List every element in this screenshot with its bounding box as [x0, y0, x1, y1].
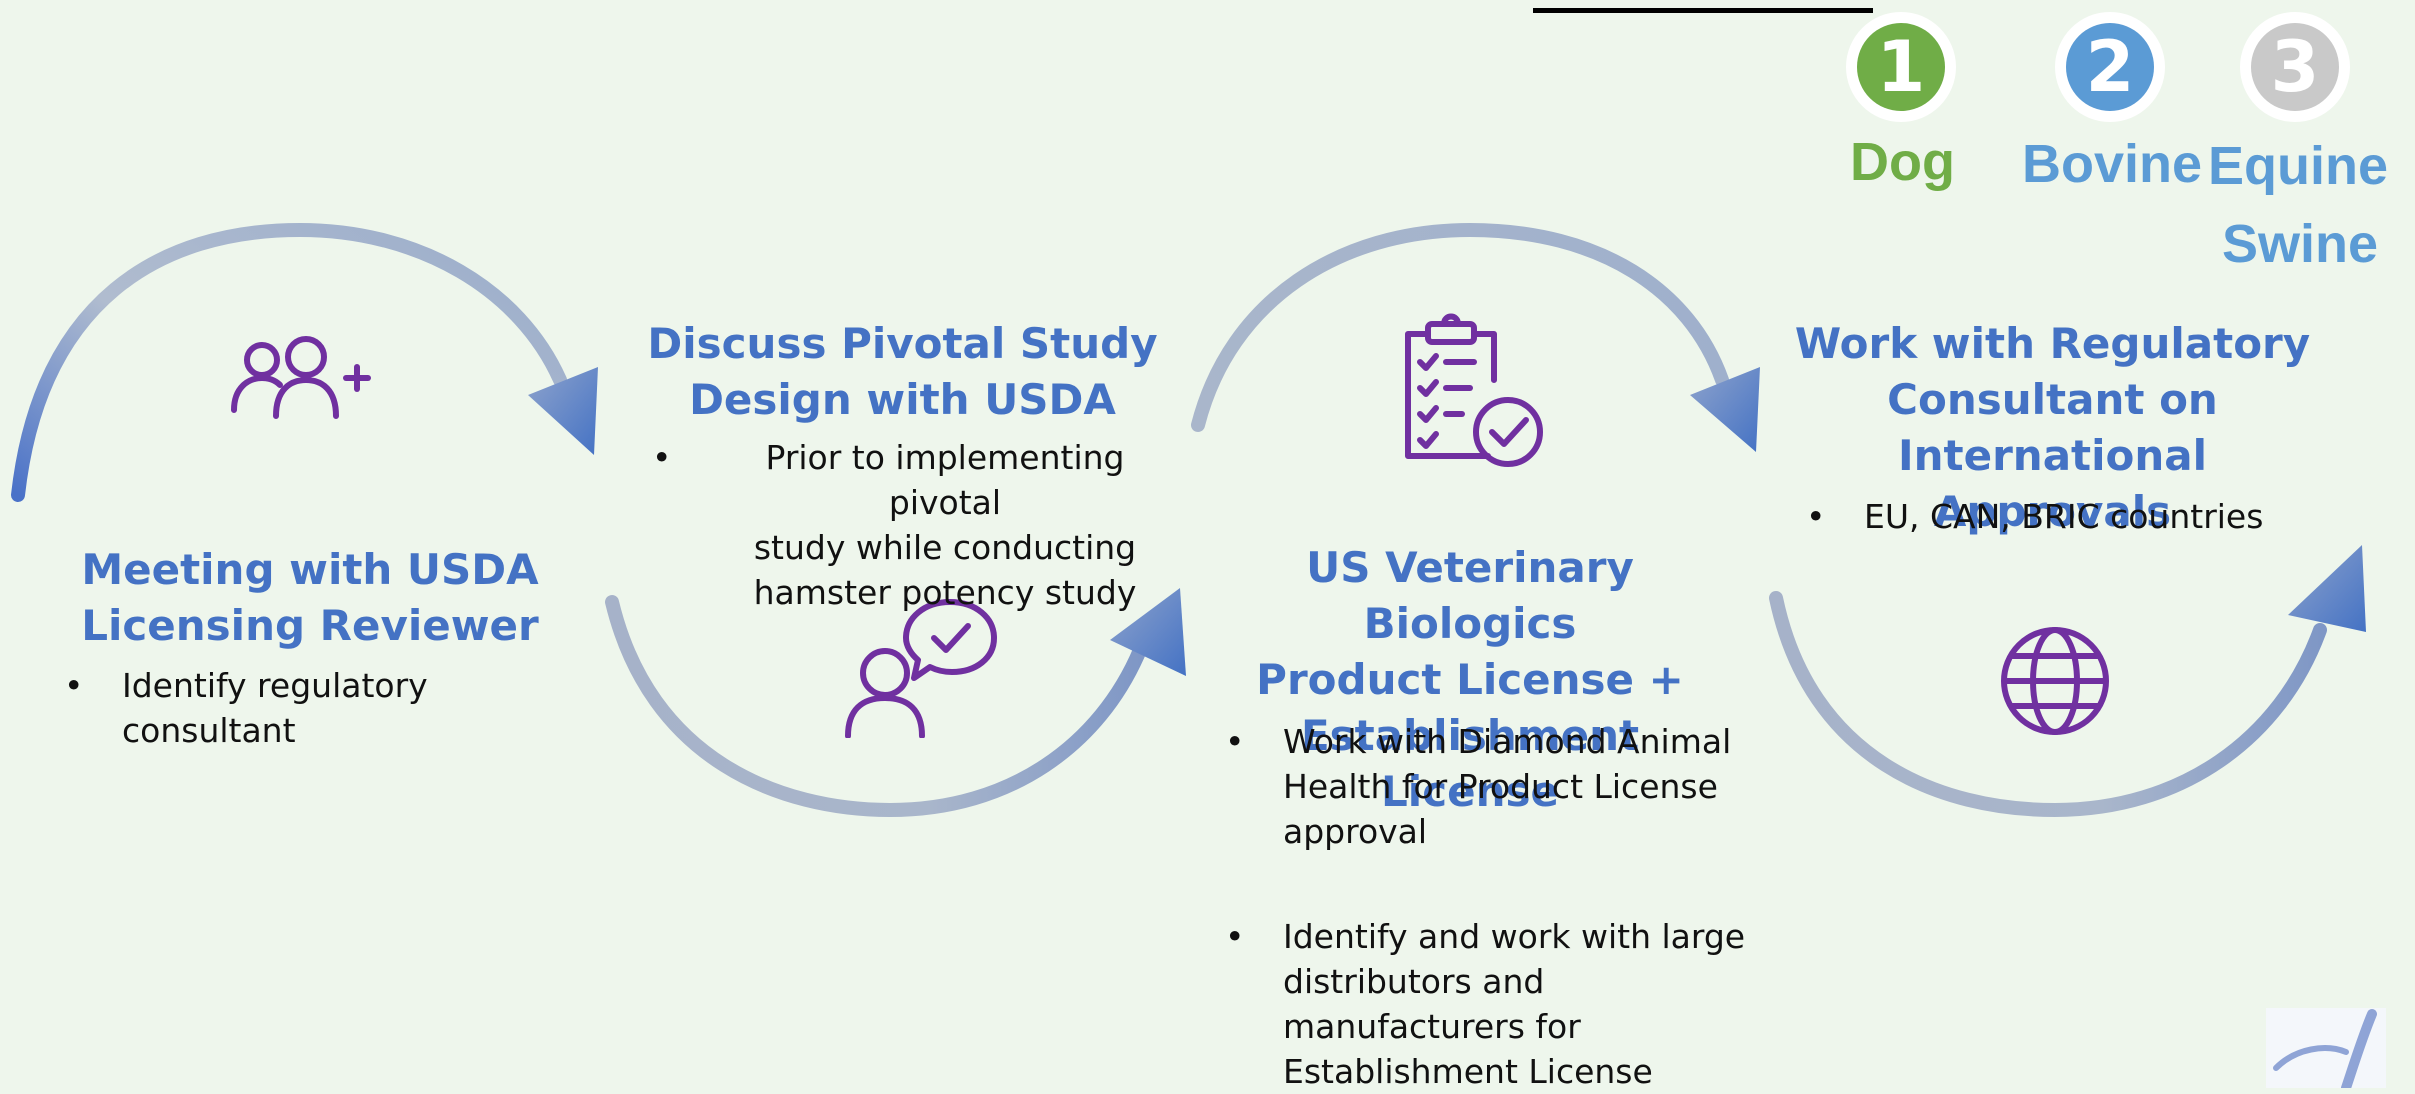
- arrowhead-1: [528, 367, 598, 455]
- category-label-dog: Dog: [1850, 132, 1955, 192]
- step-2-bullet-1: Prior to implementing pivotal study whil…: [652, 435, 1180, 615]
- step-1-title-line-1: Meeting with USDA: [81, 545, 539, 594]
- step-2-bullet-1-line-2: study while conducting: [753, 528, 1137, 567]
- step-3-bullet-2-line-4: Establishment License: [1283, 1052, 1653, 1091]
- step-4-title-line-2: Consultant on: [1887, 375, 2218, 424]
- step-2-bullet-1-line-1: Prior to implementing pivotal: [765, 438, 1125, 522]
- step-2-title-line-1: Discuss Pivotal Study: [647, 319, 1158, 368]
- step-3-bullet-2-line-2: distributors and: [1283, 962, 1545, 1001]
- arc-bottom-1: [605, 595, 1147, 818]
- arc-top-2: [1191, 222, 1729, 432]
- step-2-title-line-2: Design with USDA: [689, 375, 1116, 424]
- step-4-bullet-1-line-1: EU, CAN, BRIC countries: [1864, 497, 2264, 536]
- category-label-swine: Swine: [2222, 214, 2379, 274]
- add-users-icon: [231, 336, 371, 419]
- globe-icon: [2001, 627, 2109, 735]
- step-4-bullet-1: EU, CAN, BRIC countries: [1806, 494, 2334, 539]
- step-1-bullet-1-line-1: Identify regulatory: [122, 666, 428, 705]
- step-3-bullet-2-line-3: manufacturers for: [1283, 1007, 1581, 1046]
- step-4-title-line-1: Work with Regulatory: [1794, 319, 2311, 368]
- step-3-bullet-1-line-3: approval: [1283, 812, 1428, 851]
- chat-check-icon: [845, 599, 997, 738]
- step-3-bullet-1-line-2: Health for Product License: [1283, 767, 1718, 806]
- step-3-title-line-1: US Veterinary Biologics: [1306, 543, 1634, 648]
- step-3-bullet-1-line-1: Work with Diamond Animal: [1283, 722, 1732, 761]
- category-badge-2: 2: [2055, 12, 2165, 122]
- step-3-bullets: Work with Diamond Animal Health for Prod…: [1225, 719, 1753, 1094]
- step-3-bullet-2: Identify and work with large distributor…: [1225, 914, 1753, 1094]
- step-2-bullets: Prior to implementing pivotal study whil…: [652, 435, 1180, 615]
- badge-number-2: 2: [2066, 23, 2154, 111]
- arc-bottom-2: [1769, 591, 2327, 818]
- category-label-equine: Equine: [2208, 136, 2389, 196]
- arrowhead-4: [2288, 545, 2366, 632]
- badge-number-1: 1: [1857, 23, 1945, 111]
- step-3-title-line-2: Product License +: [1256, 655, 1684, 704]
- step-2-bullet-1-line-3: hamster potency study: [753, 573, 1137, 612]
- corner-logo-icon: [2266, 1008, 2386, 1088]
- category-badge-1: 1: [1846, 12, 1956, 122]
- step-1-bullets: Identify regulatory consultant: [64, 663, 542, 753]
- step-2-title: Discuss Pivotal Study Design with USDA: [640, 316, 1165, 428]
- category-badge-3: 3: [2240, 12, 2350, 122]
- step-1-title: Meeting with USDA Licensing Reviewer: [60, 542, 560, 654]
- step-1-title-line-2: Licensing Reviewer: [81, 601, 539, 650]
- step-1-bullet-1-line-2: consultant: [122, 711, 296, 750]
- arc-top-1: [11, 222, 567, 502]
- step-1-bullet-1: Identify regulatory consultant: [64, 663, 542, 753]
- step-3-bullet-2-line-1: Identify and work with large: [1283, 917, 1746, 956]
- header-rule: [1533, 8, 1873, 13]
- arrowhead-3: [1690, 367, 1760, 452]
- clipboard-check-icon: [1405, 313, 1543, 467]
- step-3-bullet-1: Work with Diamond Animal Health for Prod…: [1225, 719, 1753, 854]
- badge-number-3: 3: [2251, 23, 2339, 111]
- step-4-bullets: EU, CAN, BRIC countries: [1806, 494, 2334, 539]
- category-label-bovine: Bovine: [2022, 134, 2203, 194]
